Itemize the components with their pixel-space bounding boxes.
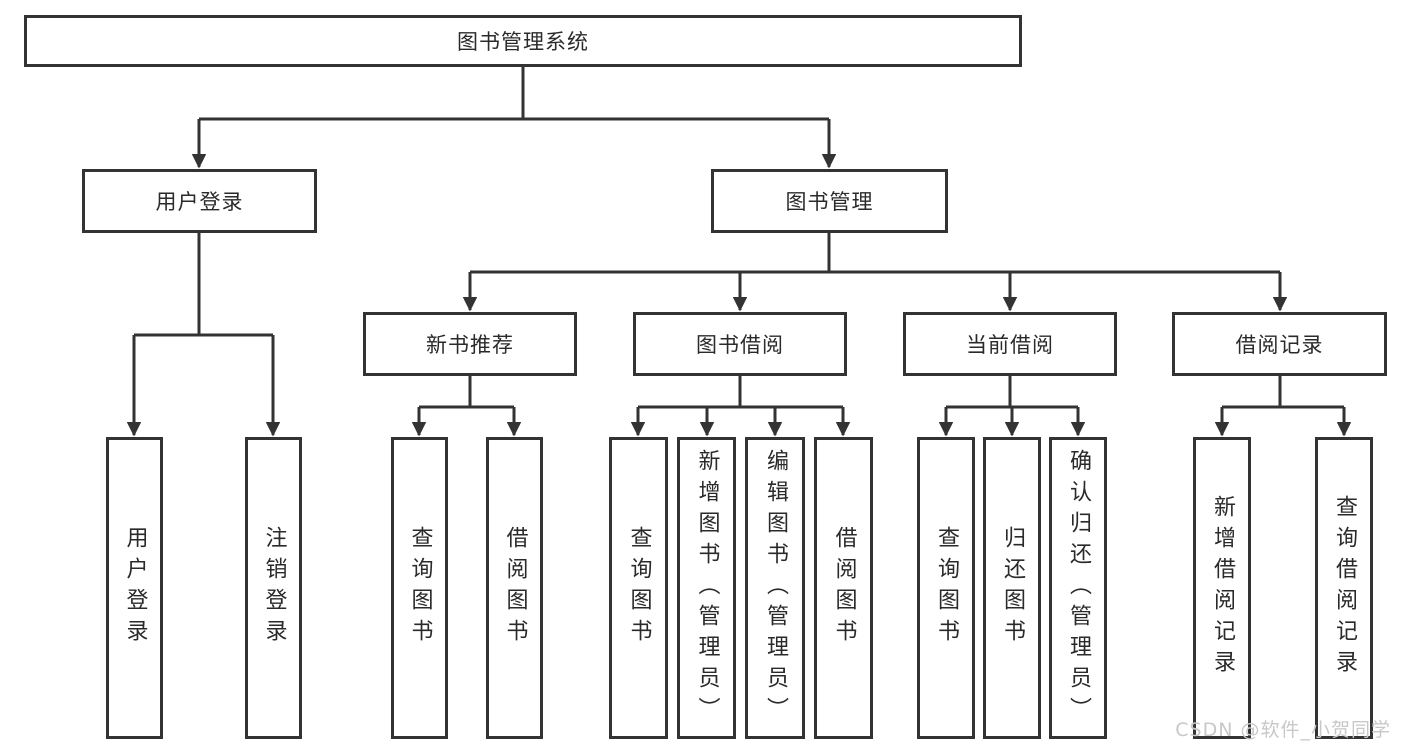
node-leaf-edit-book-admin: 编辑图书（管理员） xyxy=(745,437,805,739)
node-label: 图书管理系统 xyxy=(457,30,589,54)
csdn-watermark: CSDN @软件_小贺同学 xyxy=(1175,719,1391,741)
node-label: 借阅图书 xyxy=(831,526,857,650)
node-label: 新增借阅记录 xyxy=(1210,495,1235,681)
node-borrow-record: 借阅记录 xyxy=(1172,312,1387,376)
node-root-library-system: 图书管理系统 xyxy=(24,15,1022,67)
connector-current-borrow-children xyxy=(938,376,1086,437)
node-label: 当前借阅 xyxy=(966,333,1054,357)
node-book-management: 图书管理 xyxy=(711,169,948,233)
node-label: 图书借阅 xyxy=(696,333,784,357)
connector-borrow-record-children xyxy=(1214,376,1352,437)
node-leaf-query-book-recommend: 查询图书 xyxy=(391,437,448,739)
node-leaf-user-login: 用户登录 xyxy=(106,437,163,739)
node-label: 注销登录 xyxy=(261,526,287,650)
connector-new-book-rec-children xyxy=(411,376,522,437)
node-leaf-add-borrow-record: 新增借阅记录 xyxy=(1193,437,1251,739)
node-leaf-query-book-current: 查询图书 xyxy=(917,437,975,739)
node-label: 编辑图书（管理员） xyxy=(763,448,788,728)
node-label: 查询图书 xyxy=(626,526,652,650)
node-label: 新书推荐 xyxy=(426,333,514,357)
node-label: 用户登录 xyxy=(155,190,244,214)
node-label: 新增图书（管理员） xyxy=(694,448,720,728)
node-user-login: 用户登录 xyxy=(82,169,317,233)
node-label: 借阅图书 xyxy=(502,526,528,650)
node-leaf-borrow-book-recommend: 借阅图书 xyxy=(486,437,543,739)
node-label: 用户登录 xyxy=(122,526,148,650)
connector-book-borrow-children xyxy=(630,376,851,437)
node-book-borrow: 图书借阅 xyxy=(633,312,847,376)
connector-book-mgmt-to-level3 xyxy=(462,233,1288,312)
node-leaf-query-borrow-record: 查询借阅记录 xyxy=(1315,437,1373,739)
node-label: 查询图书 xyxy=(934,526,959,650)
node-leaf-logout: 注销登录 xyxy=(245,437,302,739)
node-label: 借阅记录 xyxy=(1235,333,1324,357)
node-leaf-query-book-borrow: 查询图书 xyxy=(609,437,668,739)
node-label: 图书管理 xyxy=(785,190,874,214)
node-label: 查询图书 xyxy=(407,526,433,650)
node-leaf-borrow-book: 借阅图书 xyxy=(814,437,873,739)
node-current-borrow: 当前借阅 xyxy=(903,312,1117,376)
node-label: 归还图书 xyxy=(1000,526,1025,650)
node-label: 确认归还（管理员） xyxy=(1066,448,1091,728)
connector-root-to-level2 xyxy=(191,67,837,169)
node-leaf-return-book: 归还图书 xyxy=(983,437,1041,739)
node-new-book-recommend: 新书推荐 xyxy=(363,312,577,376)
node-label: 查询借阅记录 xyxy=(1332,495,1357,681)
node-leaf-add-book-admin: 新增图书（管理员） xyxy=(677,437,736,739)
connector-user-login-children xyxy=(126,233,281,437)
node-leaf-confirm-return-admin: 确认归还（管理员） xyxy=(1049,437,1107,739)
